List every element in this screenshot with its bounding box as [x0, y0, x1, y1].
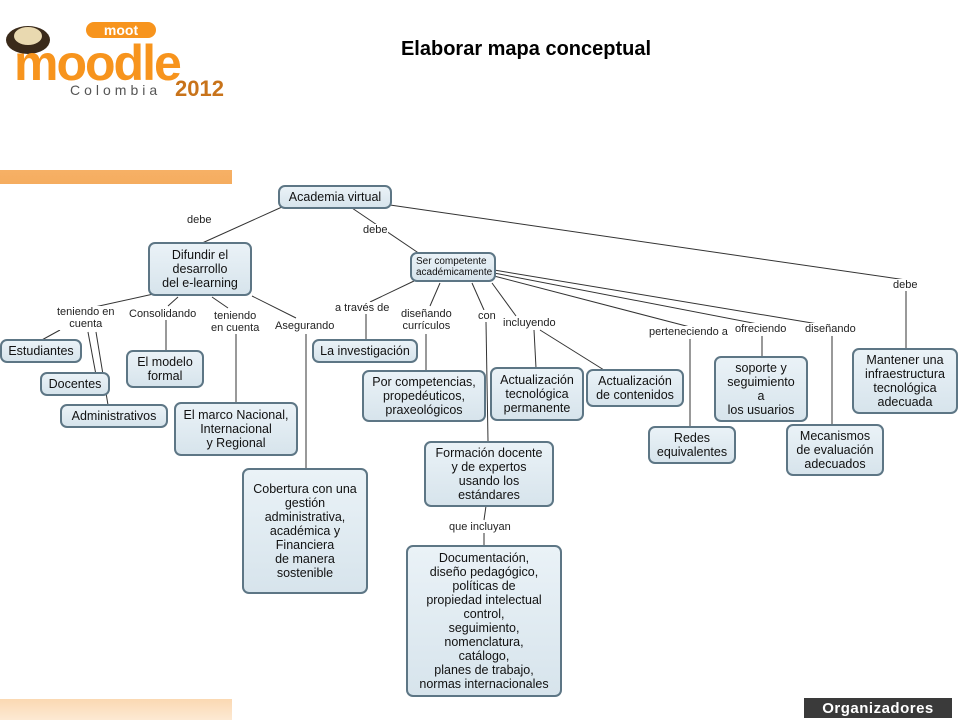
link-label-disenando: diseñando [804, 323, 857, 335]
node-modelo-formal[interactable]: El modelo formal [126, 350, 204, 388]
node-investigacion[interactable]: La investigación [312, 339, 418, 363]
node-estudiantes[interactable]: Estudiantes [0, 339, 82, 363]
node-soporte-seguimiento[interactable]: soporte y seguimiento a los usuarios [714, 356, 808, 422]
svg-text:moodle: moodle [14, 35, 181, 91]
node-mecanismos-evaluacion[interactable]: Mecanismos de evaluación adecuados [786, 424, 884, 476]
node-administrativos[interactable]: Administrativos [60, 404, 168, 428]
link-label-asegurando: Asegurando [274, 320, 336, 332]
link-label-teniendo-en-cuenta: teniendo en cuenta [56, 306, 116, 330]
node-actualizacion-tecnologica[interactable]: Actualización tecnológica permanente [490, 367, 584, 421]
node-difundir[interactable]: Difundir el desarrollo del e-learning [148, 242, 252, 296]
node-academia-virtual[interactable]: Academia virtual [278, 185, 392, 209]
link-label-debe: debe [892, 279, 919, 291]
link-label-debe: debe [362, 224, 389, 236]
slide-title: Elaborar mapa conceptual [400, 38, 652, 60]
link-label-a-traves-de: a través de [334, 302, 391, 314]
node-competencias[interactable]: Por competencias, propedéuticos, praxeol… [362, 370, 486, 422]
svg-text:moot: moot [104, 22, 139, 38]
link-label-con: con [477, 310, 497, 322]
link-label-disenando-curriculos: diseñando currículos [400, 308, 453, 332]
link-label-perteneciendo-a: perteneciendo a [648, 326, 729, 338]
node-mantener-infraestructura[interactable]: Mantener una infraestructura tecnológica… [852, 348, 958, 414]
node-redes-equivalentes[interactable]: Redes equivalentes [648, 426, 736, 464]
node-documentacion[interactable]: Documentación, diseño pedagógico, políti… [406, 545, 562, 697]
link-label-teniendo-en-cuenta: teniendo en cuenta [210, 310, 261, 334]
node-actualizacion-contenidos[interactable]: Actualización de contenidos [586, 369, 684, 407]
node-formacion-docente[interactable]: Formación docente y de expertos usando l… [424, 441, 554, 507]
moodle-moot-logo: moot moodle Colombia 2012 [0, 0, 232, 170]
link-label-que-incluyan: que incluyan [448, 521, 512, 533]
link-label-debe: debe [186, 214, 213, 226]
svg-text:2012: 2012 [175, 76, 224, 101]
link-label-incluyendo: incluyendo [502, 317, 557, 329]
node-cobertura[interactable]: Cobertura con una gestión administrativa… [242, 468, 368, 594]
footer-organizadores-label: Organizadores [804, 698, 952, 718]
logo-graphic: moot moodle Colombia 2012 [0, 0, 232, 170]
node-marco-nacional[interactable]: El marco Nacional, Internacional y Regio… [174, 402, 298, 456]
svg-text:Colombia: Colombia [70, 82, 161, 98]
node-docentes[interactable]: Docentes [40, 372, 110, 396]
header-area [232, 0, 960, 184]
link-label-consolidando: Consolidando [128, 308, 198, 320]
node-ser-competente[interactable]: Ser competente académicamente [410, 252, 496, 282]
link-label-ofreciendo: ofreciendo [734, 323, 788, 335]
